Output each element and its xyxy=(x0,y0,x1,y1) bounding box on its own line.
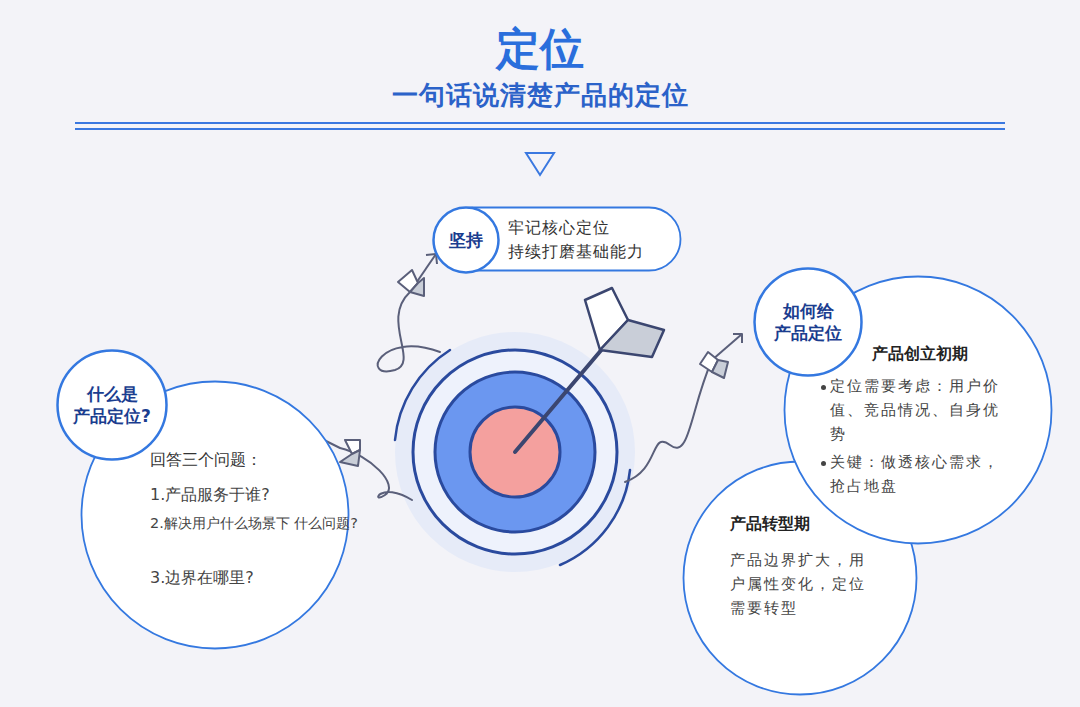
heading-circle-outline xyxy=(56,349,168,461)
content-circle-shape xyxy=(785,277,1052,544)
heading-circle: 如何给 产品定位 xyxy=(753,267,863,377)
node-text: 2.解决用户什么场景下 什么问题? xyxy=(150,512,364,535)
divider-line xyxy=(75,122,1005,124)
node-text: 产品边界扩大，用户属性变化，定位需要转型 xyxy=(730,548,876,620)
arrow-feather xyxy=(600,320,664,357)
curly-line xyxy=(340,292,712,500)
node-text: 3.边界在哪里? xyxy=(150,565,320,591)
node-text: 定位需要考虑：用户价值、竞品情况、自身优势 xyxy=(830,374,1006,446)
node-heading: 产品创立初期 xyxy=(872,342,1012,366)
heading-circle: 坚持 xyxy=(432,206,500,274)
heading-circle-shape xyxy=(58,351,167,460)
title: 定位 xyxy=(0,20,1080,79)
node-text: 回答三个问题： xyxy=(150,448,320,472)
down-triangle xyxy=(526,153,554,175)
divider-line xyxy=(75,128,1005,130)
heading-circle-shape xyxy=(434,208,499,273)
node-heading: 什么是 产品定位? xyxy=(64,383,160,427)
node-text: 关键：做透核心需求，抢占地盘 xyxy=(830,450,1006,498)
heading-circle-outline xyxy=(753,267,863,377)
node-text: 1.产品服务于谁? xyxy=(150,482,320,508)
pill-box-shape xyxy=(442,208,681,271)
node-heading: 产品转型期 xyxy=(730,512,850,536)
content-circle-shape xyxy=(684,462,917,695)
node-text: 牢记核心定位 持续打磨基础能力 xyxy=(508,216,676,264)
heading-circle: 什么是 产品定位? xyxy=(56,349,168,461)
subtitle: 一句话说清楚产品的定位 xyxy=(0,78,1080,113)
node-heading: 坚持 xyxy=(436,229,496,251)
bullet-dot xyxy=(821,385,826,390)
heading-circle-shape xyxy=(755,269,862,376)
dart-icon xyxy=(308,254,742,466)
node-heading: 如何给 产品定位 xyxy=(760,300,856,344)
bullet-dot xyxy=(821,461,826,466)
